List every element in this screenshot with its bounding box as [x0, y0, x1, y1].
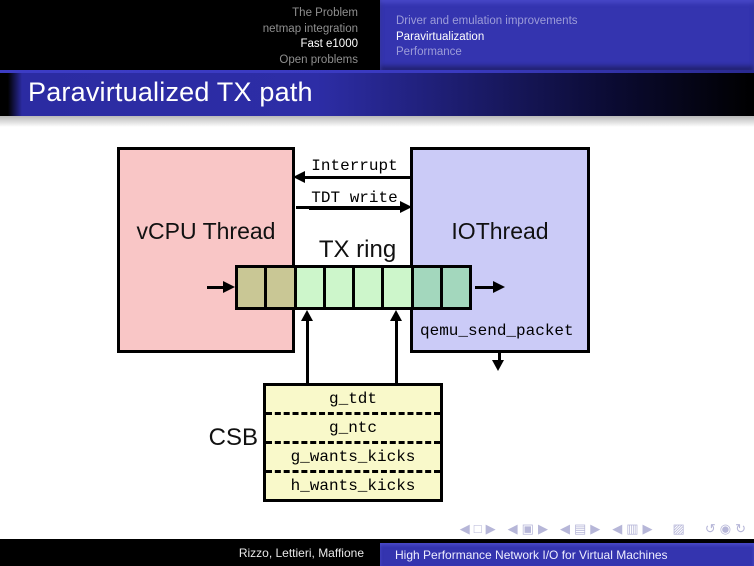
- nav-item-driver-improvements[interactable]: Driver and emulation improvements: [396, 15, 578, 27]
- frame-icon[interactable]: ▣: [521, 521, 534, 536]
- g-ntc-pointer-line: [306, 318, 309, 428]
- beamer-navigation: ◀ □ ▶ ◀ ▣ ▶ ◀ ▤ ▶ ◀ ▥ ▶ ▨ ↺ ◉ ↻: [460, 520, 746, 538]
- next-frame-icon[interactable]: ▶: [537, 521, 548, 536]
- nav-item-fast-e1000[interactable]: Fast e1000: [300, 38, 358, 50]
- send-arrow-line: [498, 353, 501, 361]
- csb-row-g-wants-kicks: g_wants_kicks: [266, 441, 440, 470]
- iothread-label: IOThread: [451, 217, 549, 244]
- prev-slide-icon[interactable]: ◀: [459, 521, 470, 536]
- frame-title-bar: Paravirtualized TX path: [0, 70, 754, 116]
- title-shadow: [0, 116, 754, 127]
- csb-label: CSB: [208, 424, 258, 451]
- tx-ring-label: TX ring: [318, 236, 397, 263]
- ring-out-arrow-line: [475, 286, 494, 289]
- nav-item-performance[interactable]: Performance: [396, 46, 462, 58]
- header-subsection-panel: [380, 0, 754, 70]
- prev-subsection-icon[interactable]: ◀: [612, 521, 623, 536]
- qemu-send-packet-label: qemu_send_packet: [420, 322, 574, 340]
- footer-title-panel: High Performance Network I/O for Virtual…: [380, 543, 754, 566]
- nav-item-the-problem[interactable]: The Problem: [292, 7, 358, 19]
- send-arrowhead-down-icon: [492, 360, 504, 371]
- tdt-write-arrowhead-right-icon: [400, 201, 412, 213]
- header-section-panel: [0, 0, 380, 70]
- frame-title: Paravirtualized TX path: [28, 77, 313, 107]
- ring-slot: [238, 268, 265, 307]
- find-icon[interactable]: ◉: [719, 521, 732, 536]
- csb-row-g-tdt: g_tdt: [328, 390, 377, 408]
- nav-item-paravirtualization[interactable]: Paravirtualization: [396, 30, 485, 43]
- tdt-write-label: TDT write: [296, 189, 413, 210]
- iothread-box: IOThread: [410, 147, 590, 353]
- next-slide-icon[interactable]: ▶: [485, 521, 496, 536]
- back-icon[interactable]: ↺: [704, 521, 716, 536]
- subsection-nav: Driver and emulation improvements Paravi…: [396, 14, 578, 61]
- footer: Rizzo, Lettieri, Maffione High Performan…: [0, 539, 754, 566]
- ring-slot: [352, 268, 382, 307]
- csb-row-g-ntc: g_ntc: [266, 412, 440, 441]
- ring-slot: [439, 268, 469, 307]
- prev-frame-icon[interactable]: ◀: [507, 521, 518, 536]
- ring-slot: [293, 268, 323, 307]
- section-icon[interactable]: ▤: [573, 521, 587, 536]
- slide-icon[interactable]: □: [473, 521, 482, 536]
- g-ntc-arrowhead-up-icon: [301, 310, 313, 321]
- subsection-icon[interactable]: ▥: [626, 521, 639, 536]
- g-tdt-pointer-line: [395, 318, 398, 397]
- next-section-icon[interactable]: ▶: [590, 521, 601, 536]
- nav-item-netmap-integration[interactable]: netmap integration: [262, 22, 358, 35]
- vcpu-thread-label: vCPU Thread: [136, 217, 276, 244]
- ring-slot: [381, 268, 411, 307]
- ring-in-arrow-line: [207, 286, 224, 289]
- footer-authors-panel: Rizzo, Lettieri, Maffione: [0, 539, 380, 566]
- tx-ring: [235, 265, 472, 310]
- footer-authors: Rizzo, Lettieri, Maffione: [238, 545, 364, 560]
- csb-box: g_tdt g_ntc g_wants_kicks h_wants_kicks: [263, 383, 443, 502]
- prev-section-icon[interactable]: ◀: [559, 521, 570, 536]
- csb-row-h-wants-kicks: h_wants_kicks: [266, 470, 440, 499]
- ring-slot: [322, 268, 352, 307]
- interrupt-arrowhead-left-icon: [293, 171, 305, 183]
- header: The Problem netmap integration Fast e100…: [0, 0, 754, 70]
- ring-slot: [410, 268, 440, 307]
- next-subsection-icon[interactable]: ▶: [642, 521, 653, 536]
- g-tdt-arrowhead-up-icon: [390, 310, 402, 321]
- interrupt-label: Interrupt: [296, 157, 413, 178]
- nav-item-open-problems[interactable]: Open problems: [279, 53, 358, 66]
- tdt-write-arrow-line: [296, 206, 401, 209]
- interrupt-arrow-line: [302, 176, 410, 179]
- appendix-icon[interactable]: ▨: [672, 521, 685, 536]
- section-nav: The Problem netmap integration Fast e100…: [263, 6, 358, 68]
- ring-in-arrowhead-icon: [223, 281, 235, 293]
- ring-slot: [264, 268, 294, 307]
- footer-talk-title: High Performance Network I/O for Virtual…: [395, 547, 668, 562]
- vcpu-thread-box: vCPU Thread: [117, 147, 295, 353]
- forward-icon[interactable]: ↻: [735, 521, 746, 536]
- ring-out-arrowhead-icon: [493, 281, 505, 293]
